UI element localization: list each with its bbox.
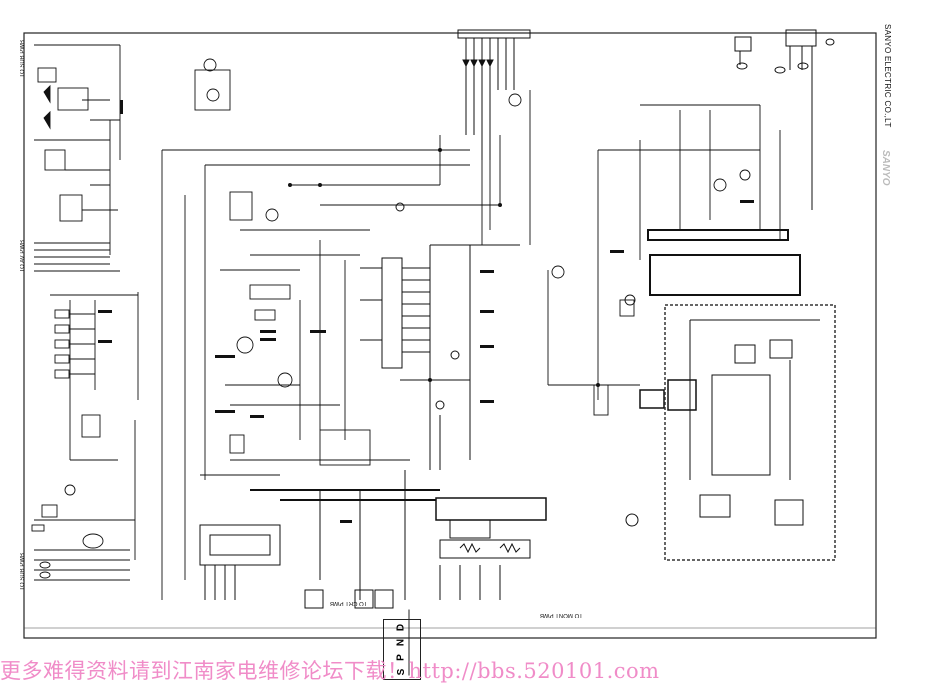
video-output-section [547,104,801,416]
flyback-section [199,470,547,609]
brand-logo: SANYO [880,150,891,186]
connector-cluster-topright [734,29,835,210]
connector-label-crt-pwb: TO CRT PWB [330,600,368,606]
power-bus [161,90,531,600]
connector-label-av-pwb: TO AV PWB [20,240,26,273]
top-connector [457,29,531,160]
connector-label-sub-pwb-top: TO SUB PWB [20,40,26,78]
audio-section [34,44,121,272]
company-name: SANYO ELECTRIC CO.,LT [883,24,892,128]
connector-label-mont-pwb: TO MONT PWB [540,612,583,618]
sheet-frame [23,32,877,639]
signal-processing-block [194,58,522,476]
dnps-box: D N P S [383,609,421,680]
watermark-text: 更多难得资料请到江南家电维修论坛下载！http://bbs.520101.com [0,659,660,683]
misc-components [98,100,754,523]
key-switch-matrix [31,292,139,581]
main-ic-centre [360,202,520,470]
mcu-block [625,304,836,561]
connector-label-sub-pwb-bottom: TO SUB PWB [20,553,26,591]
